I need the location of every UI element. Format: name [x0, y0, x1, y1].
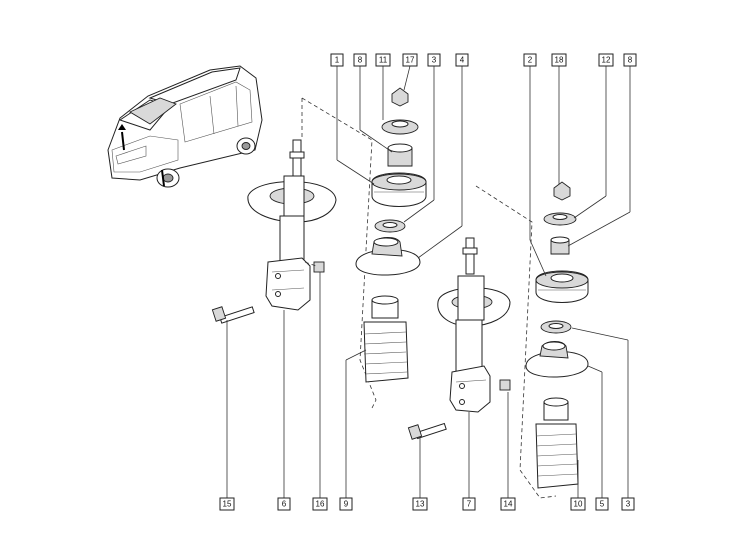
shock-absorber-left — [247, 139, 337, 311]
bolt-left — [211, 306, 255, 324]
callout-12: 12 — [598, 53, 614, 67]
callout-2: 2 — [523, 53, 537, 67]
callout-10: 10 — [570, 497, 586, 511]
callout-3-top: 3 — [427, 53, 441, 67]
callout-18: 18 — [551, 53, 567, 67]
callout-6: 6 — [277, 497, 291, 511]
svg-text:11: 11 — [379, 56, 388, 65]
svg-text:15: 15 — [223, 500, 232, 509]
bearing-3-left — [374, 219, 406, 233]
callout-1: 1 — [330, 53, 344, 67]
svg-text:7: 7 — [467, 500, 472, 509]
svg-text:8: 8 — [628, 56, 633, 65]
svg-text:12: 12 — [602, 56, 611, 65]
washer-11 — [381, 119, 419, 135]
callout-11: 11 — [375, 53, 391, 67]
svg-text:16: 16 — [316, 500, 325, 509]
bellows-9 — [363, 295, 409, 383]
callout-4: 4 — [455, 53, 469, 67]
svg-text:2: 2 — [528, 56, 533, 65]
callout-8-left: 8 — [353, 53, 367, 67]
callout-3-bottom: 3 — [621, 497, 635, 511]
shock-absorber-right — [437, 237, 511, 413]
svg-text:8: 8 — [358, 56, 363, 65]
svg-text:9: 9 — [344, 500, 349, 509]
svg-text:6: 6 — [282, 500, 287, 509]
callout-5: 5 — [595, 497, 609, 511]
nut-left — [304, 261, 325, 273]
callout-8-right: 8 — [623, 53, 637, 67]
spring-seat-4 — [355, 237, 421, 276]
nut-17 — [391, 87, 409, 107]
svg-text:10: 10 — [574, 500, 583, 509]
nut-18 — [553, 181, 571, 201]
svg-text:3: 3 — [626, 500, 631, 509]
svg-text:3: 3 — [432, 56, 437, 65]
callout-13: 13 — [412, 497, 428, 511]
bearing-3-right — [540, 320, 572, 334]
svg-text:1: 1 — [335, 56, 340, 65]
vehicle-illustration — [107, 65, 263, 188]
svg-text:5: 5 — [600, 500, 605, 509]
washer-12 — [543, 212, 577, 226]
svg-text:14: 14 — [504, 500, 513, 509]
svg-text:13: 13 — [416, 500, 425, 509]
top-mount-2 — [535, 270, 589, 303]
svg-text:4: 4 — [460, 56, 465, 65]
bushing-8-right — [550, 236, 570, 255]
callout-9: 9 — [339, 497, 353, 511]
bellows-10 — [535, 397, 579, 489]
svg-text:17: 17 — [406, 56, 415, 65]
svg-text:18: 18 — [555, 56, 564, 65]
bolt-right — [407, 422, 447, 440]
spring-seat-5 — [525, 341, 589, 378]
callout-16: 16 — [312, 497, 328, 511]
callout-14: 14 — [500, 497, 516, 511]
top-mount-1 — [371, 172, 427, 207]
bushing-8-left — [387, 143, 413, 167]
leader-lines — [226, 65, 631, 498]
callout-15: 15 — [219, 497, 235, 511]
callout-17: 17 — [402, 53, 418, 67]
callout-7: 7 — [462, 497, 476, 511]
nut-right — [499, 379, 511, 391]
